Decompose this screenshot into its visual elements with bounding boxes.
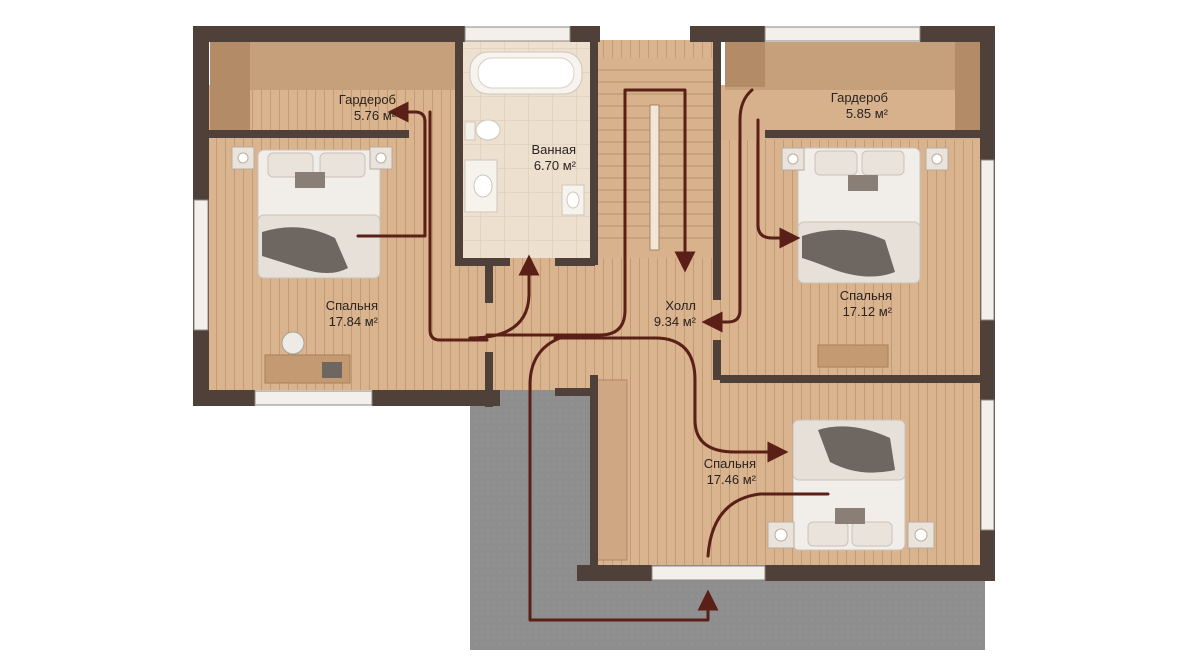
room-name: Спальня [325, 298, 378, 313]
windows [193, 26, 995, 581]
wardrobe-storage [210, 42, 980, 561]
bathroom-fixtures [460, 40, 590, 258]
room-name: Спальня [839, 288, 892, 303]
room-area: 5.85 м² [845, 106, 888, 121]
room-area: 6.70 м² [533, 158, 576, 173]
route-arrow-bottom-bedroom-window [706, 492, 830, 558]
route-arrow-hall-bedroom-left [428, 110, 489, 342]
room-label-bedroom-bottom: Спальня 17.46 м² [660, 456, 756, 488]
room-area: 5.76 м² [353, 108, 396, 123]
room-area: 17.84 м² [328, 314, 378, 329]
room-label-wardrobe-left: Гардероб 5.76 м² [300, 92, 396, 124]
room-label-bedroom-left: Спальня 17.84 м² [282, 298, 378, 330]
room-area: 17.12 м² [842, 304, 892, 319]
room-label-hall: Холл 9.34 м² [612, 298, 696, 330]
route-arrow-bottom-bedroom [553, 336, 789, 463]
room-name: Гардероб [830, 90, 888, 105]
room-name: Ванная [531, 142, 576, 157]
route-arrow-hall-right [701, 88, 754, 333]
room-label-wardrobe-right: Гардероб 5.85 м² [792, 90, 888, 122]
route-arrow-bedroom-left-wardrobe [356, 101, 427, 238]
room-label-bedroom-right: Спальня 17.12 м² [796, 288, 892, 320]
room-name: Холл [665, 298, 696, 313]
route-arrow-bathroom [468, 254, 540, 340]
route-arrow-right-bedroom [756, 118, 801, 249]
furniture [231, 146, 949, 551]
route-arrow-terrace [528, 336, 719, 622]
route-arrow-stairs [485, 88, 696, 337]
staircase [598, 58, 713, 258]
room-label-bathroom: Ванная 6.70 м² [488, 142, 576, 174]
room-name: Гардероб [338, 92, 396, 107]
route-arrows [356, 88, 830, 622]
room-area: 17.46 м² [706, 472, 756, 487]
room-area: 9.34 м² [653, 314, 696, 329]
room-name: Спальня [703, 456, 756, 471]
